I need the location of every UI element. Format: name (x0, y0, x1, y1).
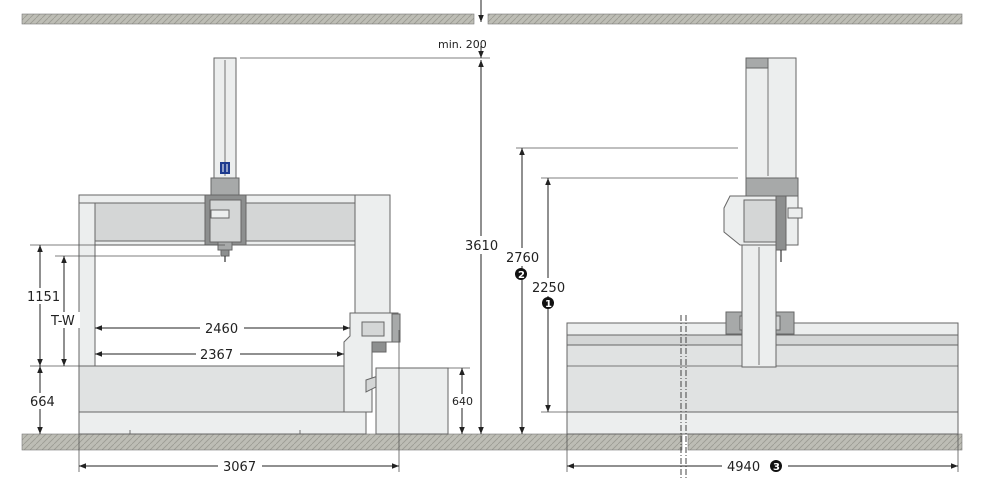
workpiece-height-label: 1151 (27, 290, 60, 305)
total-height-label: 3610 (465, 239, 498, 254)
side-z-column (745, 57, 797, 179)
side-table-foot (566, 411, 959, 435)
marker-1-icon (542, 297, 554, 309)
side-carriage-plate (743, 199, 781, 243)
floor-left (21, 433, 683, 451)
side-column-cap (745, 57, 769, 69)
ceiling-clearance-label: min. 200 (438, 38, 487, 51)
table-foot (78, 411, 367, 435)
overall-length-label: 4940 (727, 460, 760, 475)
zeiss-logo-icon (220, 162, 230, 174)
front-view-dimensions: min. 200 3610 664 1151 T-W 2460 2367 640 (24, 38, 499, 475)
left-leg (78, 194, 96, 367)
height-option-2-label: 2760 (506, 251, 539, 266)
side-knob (787, 207, 803, 219)
marker-3-text: 3 (773, 462, 780, 473)
drive-detail (391, 313, 401, 343)
drive-knob (371, 341, 387, 353)
side-ram (775, 195, 787, 251)
inner-width-upper-label: 2460 (205, 322, 238, 337)
controller-height-label: 640 (452, 395, 473, 408)
floor-right (687, 433, 963, 451)
side-carriage (745, 177, 799, 197)
marker-1-text: 1 (545, 299, 552, 310)
front-view (78, 57, 449, 435)
ram (217, 241, 233, 251)
probe-head (220, 249, 230, 257)
drive-window (361, 321, 385, 337)
marker-3-icon (770, 460, 782, 472)
marker-2-icon (515, 268, 527, 280)
ceiling-left (21, 13, 475, 25)
side-view-dimensions: 2760 2 2250 1 4940 3 (504, 147, 959, 475)
right-leg (354, 194, 391, 314)
inner-width-lower-label: 2367 (200, 348, 233, 363)
controller-cabinet (375, 367, 449, 435)
side-view (566, 57, 959, 480)
overall-width-label: 3067 (223, 460, 256, 475)
height-option-1-label: 2250 (532, 281, 565, 296)
carriage-handle (210, 209, 230, 219)
tw-label: T-W (50, 314, 75, 329)
carriage-inner (209, 199, 242, 243)
table-base (78, 365, 367, 413)
marker-2-text: 2 (518, 270, 525, 281)
ceiling-right (487, 13, 963, 25)
table-height-label: 664 (30, 395, 55, 410)
